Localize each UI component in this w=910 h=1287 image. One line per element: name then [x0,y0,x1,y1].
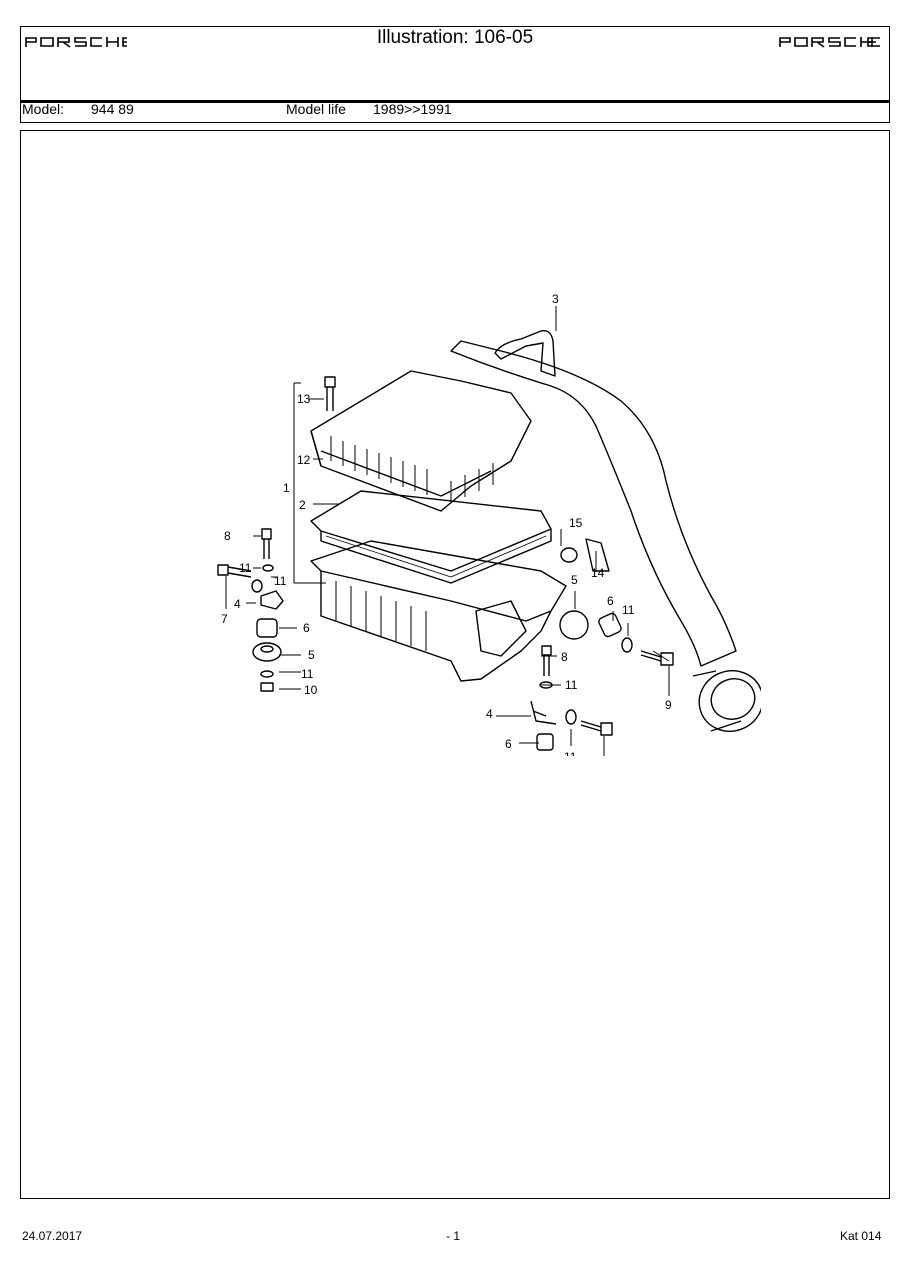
model-value: 944 89 [91,101,134,117]
callout-14: 14 [591,566,605,580]
header-rule [21,100,889,103]
callout-1: 1 [283,481,290,495]
callout-11: 11 [622,603,635,617]
callout-3: 3 [552,292,559,306]
callout-6: 6 [505,737,512,751]
porsche-wordmark-icon [779,37,880,48]
callout-11: 11 [301,667,314,681]
page-header: Illustration: 106-05 Model: 944 89 Model… [20,26,890,123]
callout-13: 13 [297,392,311,406]
model-label: Model: [22,101,65,117]
callout-11: 11 [274,574,287,588]
air-filter-exploded-diagram: 3 1 13 12 2 15 14 5 6 11 9 8 11 4 6 11 7… [217,292,761,756]
filter-housing [310,540,567,622]
callout-4: 4 [486,707,493,721]
callout-8: 8 [224,529,231,543]
illustration-panel: 3 1 13 12 2 15 14 5 6 11 9 8 11 4 6 11 7… [20,130,890,1199]
callout-11: 11 [239,561,252,575]
callout-6: 6 [607,594,614,608]
model-life-value: 1989>>1991 [373,101,452,117]
callout-10: 10 [304,683,318,697]
hardware-right [324,376,674,751]
callout-2: 2 [299,498,306,512]
print-date: 24.07.2017 [22,1229,83,1243]
hardware-left [217,528,284,692]
model-life-label: Model life [286,101,346,117]
callout-12: 12 [297,453,311,467]
callout-labels: 3 1 13 12 2 15 14 5 6 11 9 8 11 4 6 11 7… [221,292,672,756]
callout-4: 4 [234,597,241,611]
callout-11: 11 [565,678,578,692]
filter-cover [310,370,532,512]
page-number: - 1 [446,1229,461,1243]
callout-5: 5 [571,573,578,587]
callout-11: 11 [564,750,577,756]
callout-5: 5 [308,648,315,662]
callout-6: 6 [303,621,310,635]
callout-8: 8 [561,650,568,664]
catalog-number: Kat 014 [840,1229,882,1243]
callout-15: 15 [569,516,583,530]
callout-7: 7 [221,612,228,626]
duct-outlet-ring [698,670,761,732]
illustration-title: Illustration: 106-05 [376,27,534,48]
bracket-3 [494,330,556,377]
filter-element [310,490,552,572]
callout-9: 9 [665,698,672,712]
porsche-logo-right [779,36,881,51]
intake-duct [450,340,737,667]
